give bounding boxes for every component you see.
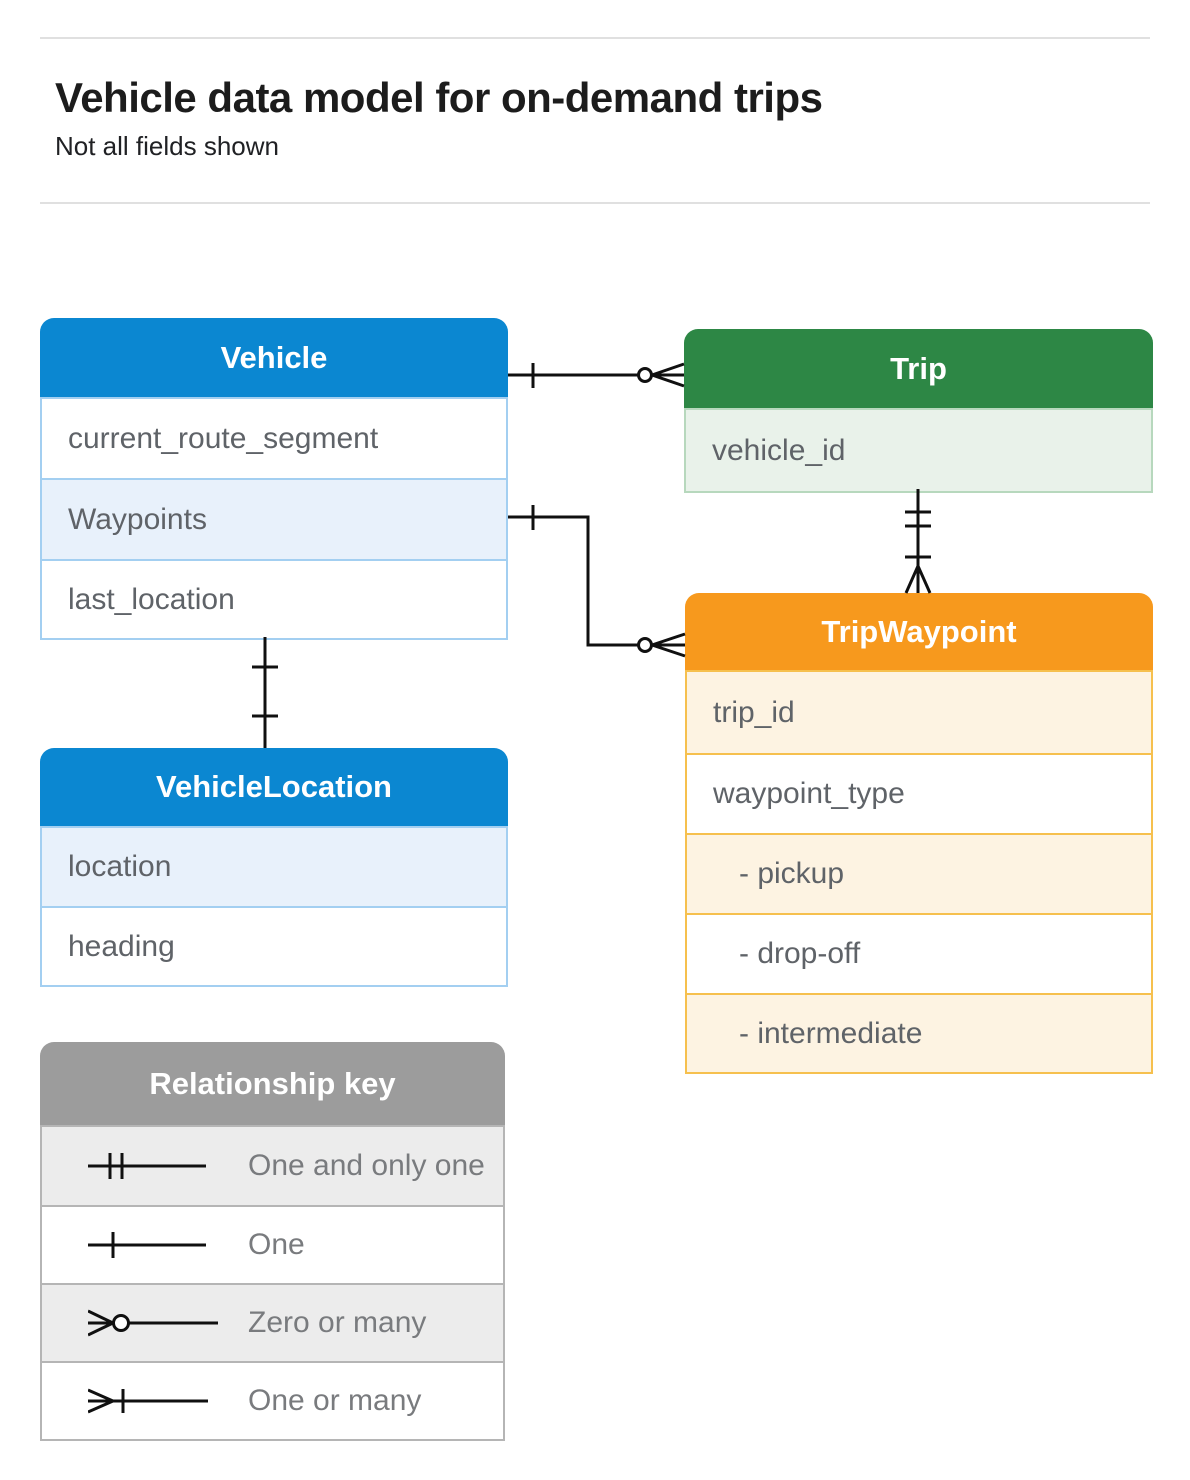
key-item: One and only one: [42, 1127, 503, 1205]
entity-trip-fields: vehicle_id: [684, 408, 1153, 493]
entity-vehicle-location-title: VehicleLocation: [40, 748, 508, 826]
relationship-key-items: One and only one One Zero or many On: [40, 1125, 505, 1441]
relationship-key-title: Relationship key: [40, 1042, 505, 1125]
key-item-label: Zero or many: [248, 1306, 427, 1339]
connector-vehicle-trip: [508, 362, 685, 388]
zero-or-many-symbol: [88, 1309, 218, 1337]
entity-trip-waypoint-fields: trip_id waypoint_type - pickup - drop-of…: [685, 670, 1153, 1074]
top-divider: [40, 37, 1150, 39]
connector-trip-tripwaypoint: [904, 489, 932, 594]
one-or-many-symbol: [88, 1388, 208, 1414]
field-row: location: [42, 828, 506, 906]
field-row: current_route_segment: [42, 399, 506, 478]
field-row: - intermediate: [687, 993, 1151, 1072]
field-row: heading: [42, 906, 506, 985]
one-and-only-one-symbol: [88, 1153, 206, 1179]
key-item-label: One and only one: [248, 1149, 485, 1182]
page-subtitle: Not all fields shown: [55, 131, 279, 161]
key-item-label: One or many: [248, 1384, 422, 1417]
field-row: trip_id: [687, 672, 1151, 753]
entity-vehicle: Vehicle current_route_segment Waypoints …: [40, 318, 508, 640]
key-item: One or many: [42, 1361, 503, 1439]
connector-vehicle-vehiclelocation: [252, 637, 278, 748]
key-item-label: One: [248, 1228, 305, 1261]
relationship-key: Relationship key One and only one One: [40, 1042, 505, 1441]
connector-waypoints-tripwaypoint: [508, 505, 686, 658]
entity-vehicle-title: Vehicle: [40, 318, 508, 397]
field-row: vehicle_id: [686, 410, 1151, 491]
key-item: Zero or many: [42, 1283, 503, 1361]
entity-vehicle-location-fields: location heading: [40, 826, 508, 987]
one-symbol: [88, 1232, 206, 1258]
field-row: last_location: [42, 559, 506, 638]
entity-trip-title: Trip: [684, 329, 1153, 408]
field-row: - drop-off: [687, 913, 1151, 993]
key-item: One: [42, 1205, 503, 1283]
entity-vehicle-location: VehicleLocation location heading: [40, 748, 508, 987]
field-row: - pickup: [687, 833, 1151, 913]
field-row: Waypoints: [42, 478, 506, 559]
page-title: Vehicle data model for on-demand trips: [55, 74, 823, 121]
field-row: waypoint_type: [687, 753, 1151, 833]
header-divider: [40, 202, 1150, 204]
entity-vehicle-fields: current_route_segment Waypoints last_loc…: [40, 397, 508, 640]
entity-trip-waypoint-title: TripWaypoint: [685, 593, 1153, 670]
entity-trip-waypoint: TripWaypoint trip_id waypoint_type - pic…: [685, 593, 1153, 1074]
entity-trip: Trip vehicle_id: [684, 329, 1153, 493]
